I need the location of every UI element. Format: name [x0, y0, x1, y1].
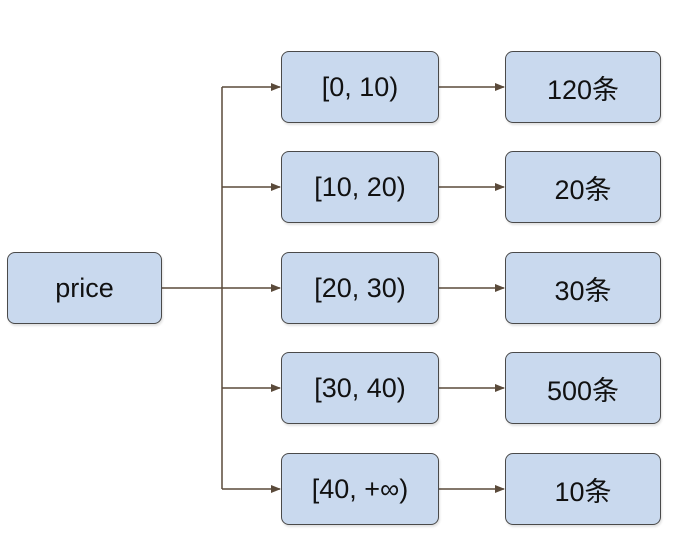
bucket-node-4: [40, +∞) [281, 453, 439, 525]
count-node-1: 20条 [505, 151, 661, 223]
bucket-node-2: [20, 30) [281, 252, 439, 324]
bucket-range-label: [40, +∞) [311, 473, 409, 504]
count-node-2: 30条 [505, 252, 661, 324]
bucket-node-3: [30, 40) [281, 352, 439, 424]
bucket-range-label: [30, 40) [314, 372, 406, 403]
count-label: 10条 [554, 476, 612, 507]
bucket-range-label: [0, 10) [321, 71, 399, 102]
bucket-range-label: [20, 30) [314, 272, 406, 303]
root-node-price: price [7, 252, 162, 324]
count-label: 30条 [554, 275, 612, 306]
count-node-3: 500条 [505, 352, 661, 424]
count-label: 500条 [546, 375, 620, 406]
count-label: 120条 [546, 74, 620, 105]
root-node-label: price [55, 272, 114, 303]
count-node-0: 120条 [505, 51, 661, 123]
count-node-4: 10条 [505, 453, 661, 525]
bucket-node-0: [0, 10) [281, 51, 439, 123]
bucket-range-label: [10, 20) [314, 171, 406, 202]
bucket-node-1: [10, 20) [281, 151, 439, 223]
count-label: 20条 [554, 174, 612, 205]
